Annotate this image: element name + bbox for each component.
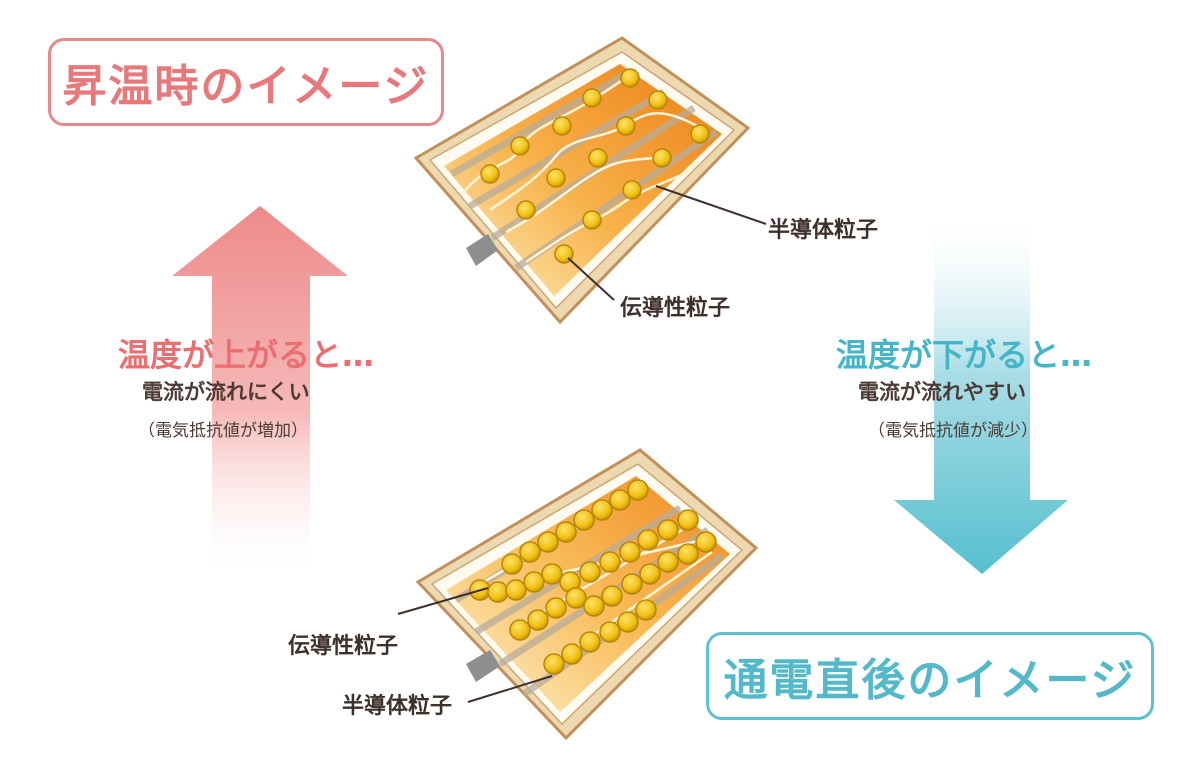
- particle-group-heating: [480, 68, 710, 264]
- rise-caption-main: 温度が上がると…: [118, 336, 375, 374]
- bottom-conductive-label: 伝導性粒子: [288, 634, 399, 659]
- top-conductive-label: 伝導性粒子: [620, 296, 731, 321]
- down-arrow-icon: [894, 210, 1068, 574]
- particle-group-initial: [469, 479, 717, 675]
- up-arrow-icon: [172, 206, 348, 580]
- fall-caption-sub: 電流が流れやすい: [858, 380, 1026, 404]
- fall-caption-note: （電気抵抗値が減少）: [868, 421, 1038, 441]
- bottom-semiconductor-label: 半導体粒子: [342, 694, 453, 719]
- top-semiconductor-label: 半導体粒子: [768, 218, 879, 243]
- heating-image-title-text: 昇温時のイメージ: [62, 61, 430, 112]
- rise-caption-sub: 電流が流れにくい: [142, 380, 310, 404]
- rise-caption-note: （電気抵抗値が増加）: [138, 421, 308, 441]
- heating-image-title: 昇温時のイメージ: [48, 38, 444, 126]
- initial-image-title: 通電直後のイメージ: [706, 632, 1154, 720]
- initial-image-title-text: 通電直後のイメージ: [723, 655, 1137, 706]
- fall-caption-main: 温度が下がると…: [836, 336, 1093, 374]
